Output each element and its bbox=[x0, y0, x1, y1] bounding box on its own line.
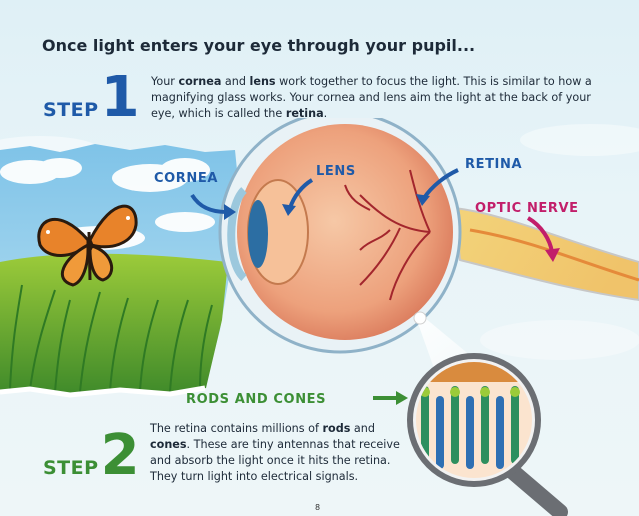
rods-and-cones-label: RODS AND CONES bbox=[186, 392, 326, 407]
step-1-text: Your cornea and lens work together to fo… bbox=[151, 74, 603, 122]
retina-label: RETINA bbox=[465, 157, 522, 172]
text-run: . These are tiny antennas that receive a… bbox=[150, 438, 400, 483]
bold-term: cornea bbox=[178, 75, 221, 88]
grass-field bbox=[0, 254, 228, 395]
step-2-word: STEP bbox=[43, 459, 99, 478]
optic-nerve-label: OPTIC NERVE bbox=[475, 201, 579, 216]
text-run: Your bbox=[151, 75, 178, 88]
lens-label: LENS bbox=[316, 164, 356, 179]
step-1-label: STEP1 bbox=[43, 70, 140, 126]
bold-term: lens bbox=[250, 75, 276, 88]
step-1-number: 1 bbox=[101, 70, 140, 126]
cornea-label: CORNEA bbox=[154, 171, 218, 186]
text-run: . bbox=[324, 107, 328, 120]
step-2-text: The retina contains millions of rods and… bbox=[150, 421, 408, 485]
page-heading: Once light enters your eye through your … bbox=[42, 36, 475, 55]
rods-arrowhead bbox=[396, 391, 408, 405]
step-2-number: 2 bbox=[101, 428, 140, 484]
magnifying-glass-illustration bbox=[410, 356, 560, 512]
optic-nerve-shape bbox=[455, 208, 639, 300]
bold-term: rods bbox=[323, 422, 351, 435]
text-run: and bbox=[221, 75, 249, 88]
step-2-label: STEP2 bbox=[43, 428, 140, 484]
text-run: and bbox=[350, 422, 375, 435]
bold-term: retina bbox=[286, 107, 324, 120]
step-1-word: STEP bbox=[43, 101, 99, 120]
bold-term: cones bbox=[150, 438, 187, 451]
text-run: The retina contains millions of bbox=[150, 422, 323, 435]
page-number: 8 bbox=[315, 503, 320, 512]
retina-spot bbox=[414, 312, 426, 324]
